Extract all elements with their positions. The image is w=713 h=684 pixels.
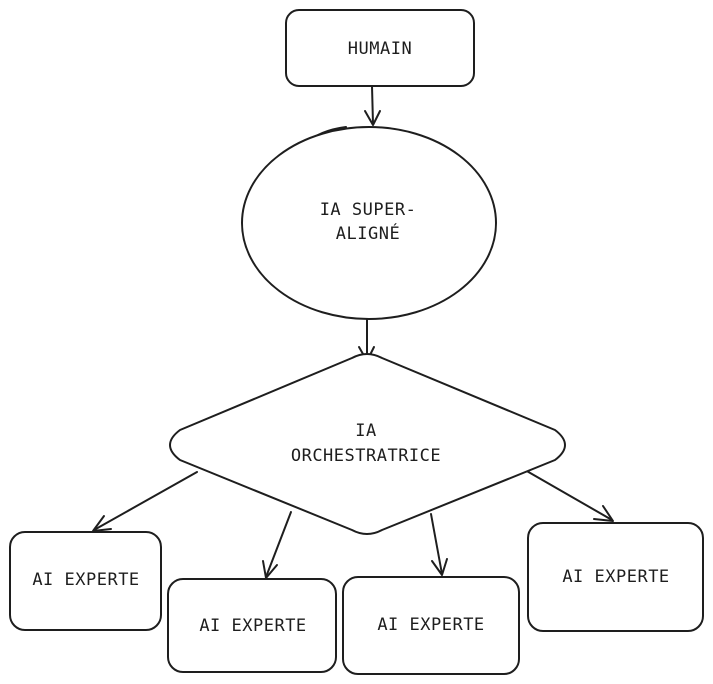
- arrowhead-orchestrator-to-expert-4: [593, 505, 614, 522]
- expert-label-3: AI EXPERTE: [377, 615, 484, 635]
- super-aligned-label-line1: IA SUPER-: [320, 200, 417, 220]
- expert-label-1: AI EXPERTE: [32, 570, 139, 590]
- arrowhead-orchestrator-to-expert-2: [262, 560, 278, 579]
- expert-node-2[interactable]: AI EXPERTE: [167, 578, 337, 673]
- arrow-orchestrator-to-expert-4: [524, 469, 613, 521]
- expert-box-1: [9, 531, 162, 631]
- arrow-orchestrator-to-expert-2: [265, 511, 292, 578]
- expert-label-4: AI EXPERTE: [562, 567, 669, 587]
- expert-box-3: [342, 576, 520, 675]
- expert-node-1[interactable]: AI EXPERTE: [9, 531, 162, 631]
- expert-box-2: [167, 578, 337, 673]
- orchestrator-diamond: [169, 353, 566, 535]
- arrow-orchestrator-to-expert-3: [430, 513, 443, 575]
- expert-node-4[interactable]: AI EXPERTE: [527, 522, 704, 632]
- orchestrator-label-line2: ORCHESTRATRICE: [291, 446, 441, 466]
- human-label: HUMAIN: [348, 39, 412, 59]
- arrowhead-orchestrator-to-expert-3: [431, 558, 448, 576]
- arrowhead-orchestrator-to-expert-1: [92, 515, 112, 532]
- arrowhead-human-to-super-aligned: [364, 110, 381, 126]
- orchestrator-node[interactable]: IA ORCHESTRATRICE: [169, 353, 566, 535]
- arrow-human-to-super-aligned: [371, 85, 374, 125]
- human-node[interactable]: HUMAIN: [285, 9, 475, 87]
- arrow-orchestrator-to-expert-1: [93, 471, 198, 531]
- orchestrator-label-line1: IA: [355, 421, 376, 441]
- expert-node-3[interactable]: AI EXPERTE: [342, 576, 520, 675]
- expert-label-2: AI EXPERTE: [199, 616, 306, 636]
- super-aligned-sketch-overlap: [317, 126, 347, 136]
- super-aligned-node[interactable]: IA SUPER- ALIGNÉ: [241, 126, 497, 320]
- super-aligned-ellipse: [241, 126, 497, 320]
- human-box: [285, 9, 475, 87]
- expert-box-4: [527, 522, 704, 632]
- super-aligned-label-line2: ALIGNÉ: [336, 222, 400, 244]
